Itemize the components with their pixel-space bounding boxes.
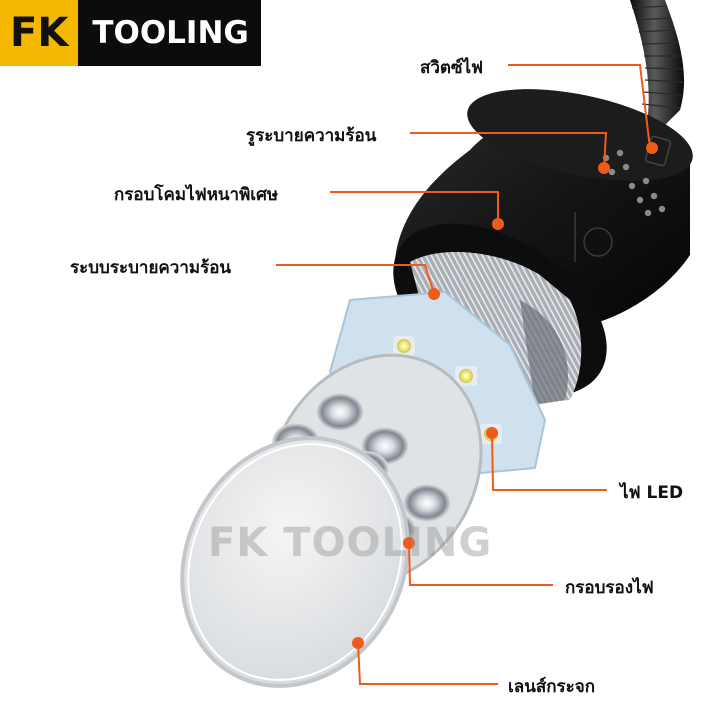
glass-lens: [180, 436, 410, 688]
watermark: FK TOOLING: [208, 520, 493, 566]
vent-holes: [602, 149, 666, 217]
callout-dot: [403, 537, 415, 549]
callout-line-led-holder: [408, 542, 553, 586]
callout-dot: [428, 288, 440, 300]
callout-dot: [492, 218, 504, 230]
callout-line-heat-sink: [276, 264, 435, 295]
label-led-holder: กรอบรองไฟ: [565, 578, 654, 598]
callout-line-switch: [508, 64, 651, 149]
embossed-logo: [574, 212, 613, 262]
glass-lens-rim: [187, 443, 403, 681]
callout-dot: [486, 427, 498, 439]
callout-line-vent-holes: [410, 132, 608, 169]
label-heat-sink: ระบบระบายความร้อน: [70, 258, 232, 278]
callout-dot: [352, 637, 364, 649]
label-led: ไฟ LED: [620, 483, 684, 503]
hose-ribs: [631, 5, 684, 109]
callout-dots: [352, 142, 658, 649]
label-thick-housing: กรอบโคมไฟหนาพิเศษ: [114, 185, 279, 205]
housing-top-rim: [467, 89, 693, 181]
led-chip: [455, 366, 477, 386]
lens-cup: [403, 484, 451, 522]
brand-logo: FK TOOLING: [0, 0, 261, 66]
brand-name: TOOLING: [78, 0, 261, 66]
brand-prefix: FK: [0, 0, 79, 66]
label-vent-holes: รูระบายความร้อน: [246, 126, 377, 146]
callout-lines: [276, 64, 651, 685]
callout-line-housing: [330, 191, 499, 224]
heat-sink-shade: [520, 300, 568, 405]
callout-line-glass-lens: [357, 642, 498, 685]
callout-dot: [598, 162, 610, 174]
label-glass-lens: เลนส์กระจก: [508, 677, 596, 697]
callout-dot: [646, 142, 658, 154]
callout-line-led: [491, 432, 607, 491]
lens-cup: [316, 393, 364, 431]
gooseneck-hose: [630, 0, 685, 150]
led-chip: [393, 336, 415, 356]
label-switch: สวิตซ์ไฟ: [420, 58, 484, 78]
